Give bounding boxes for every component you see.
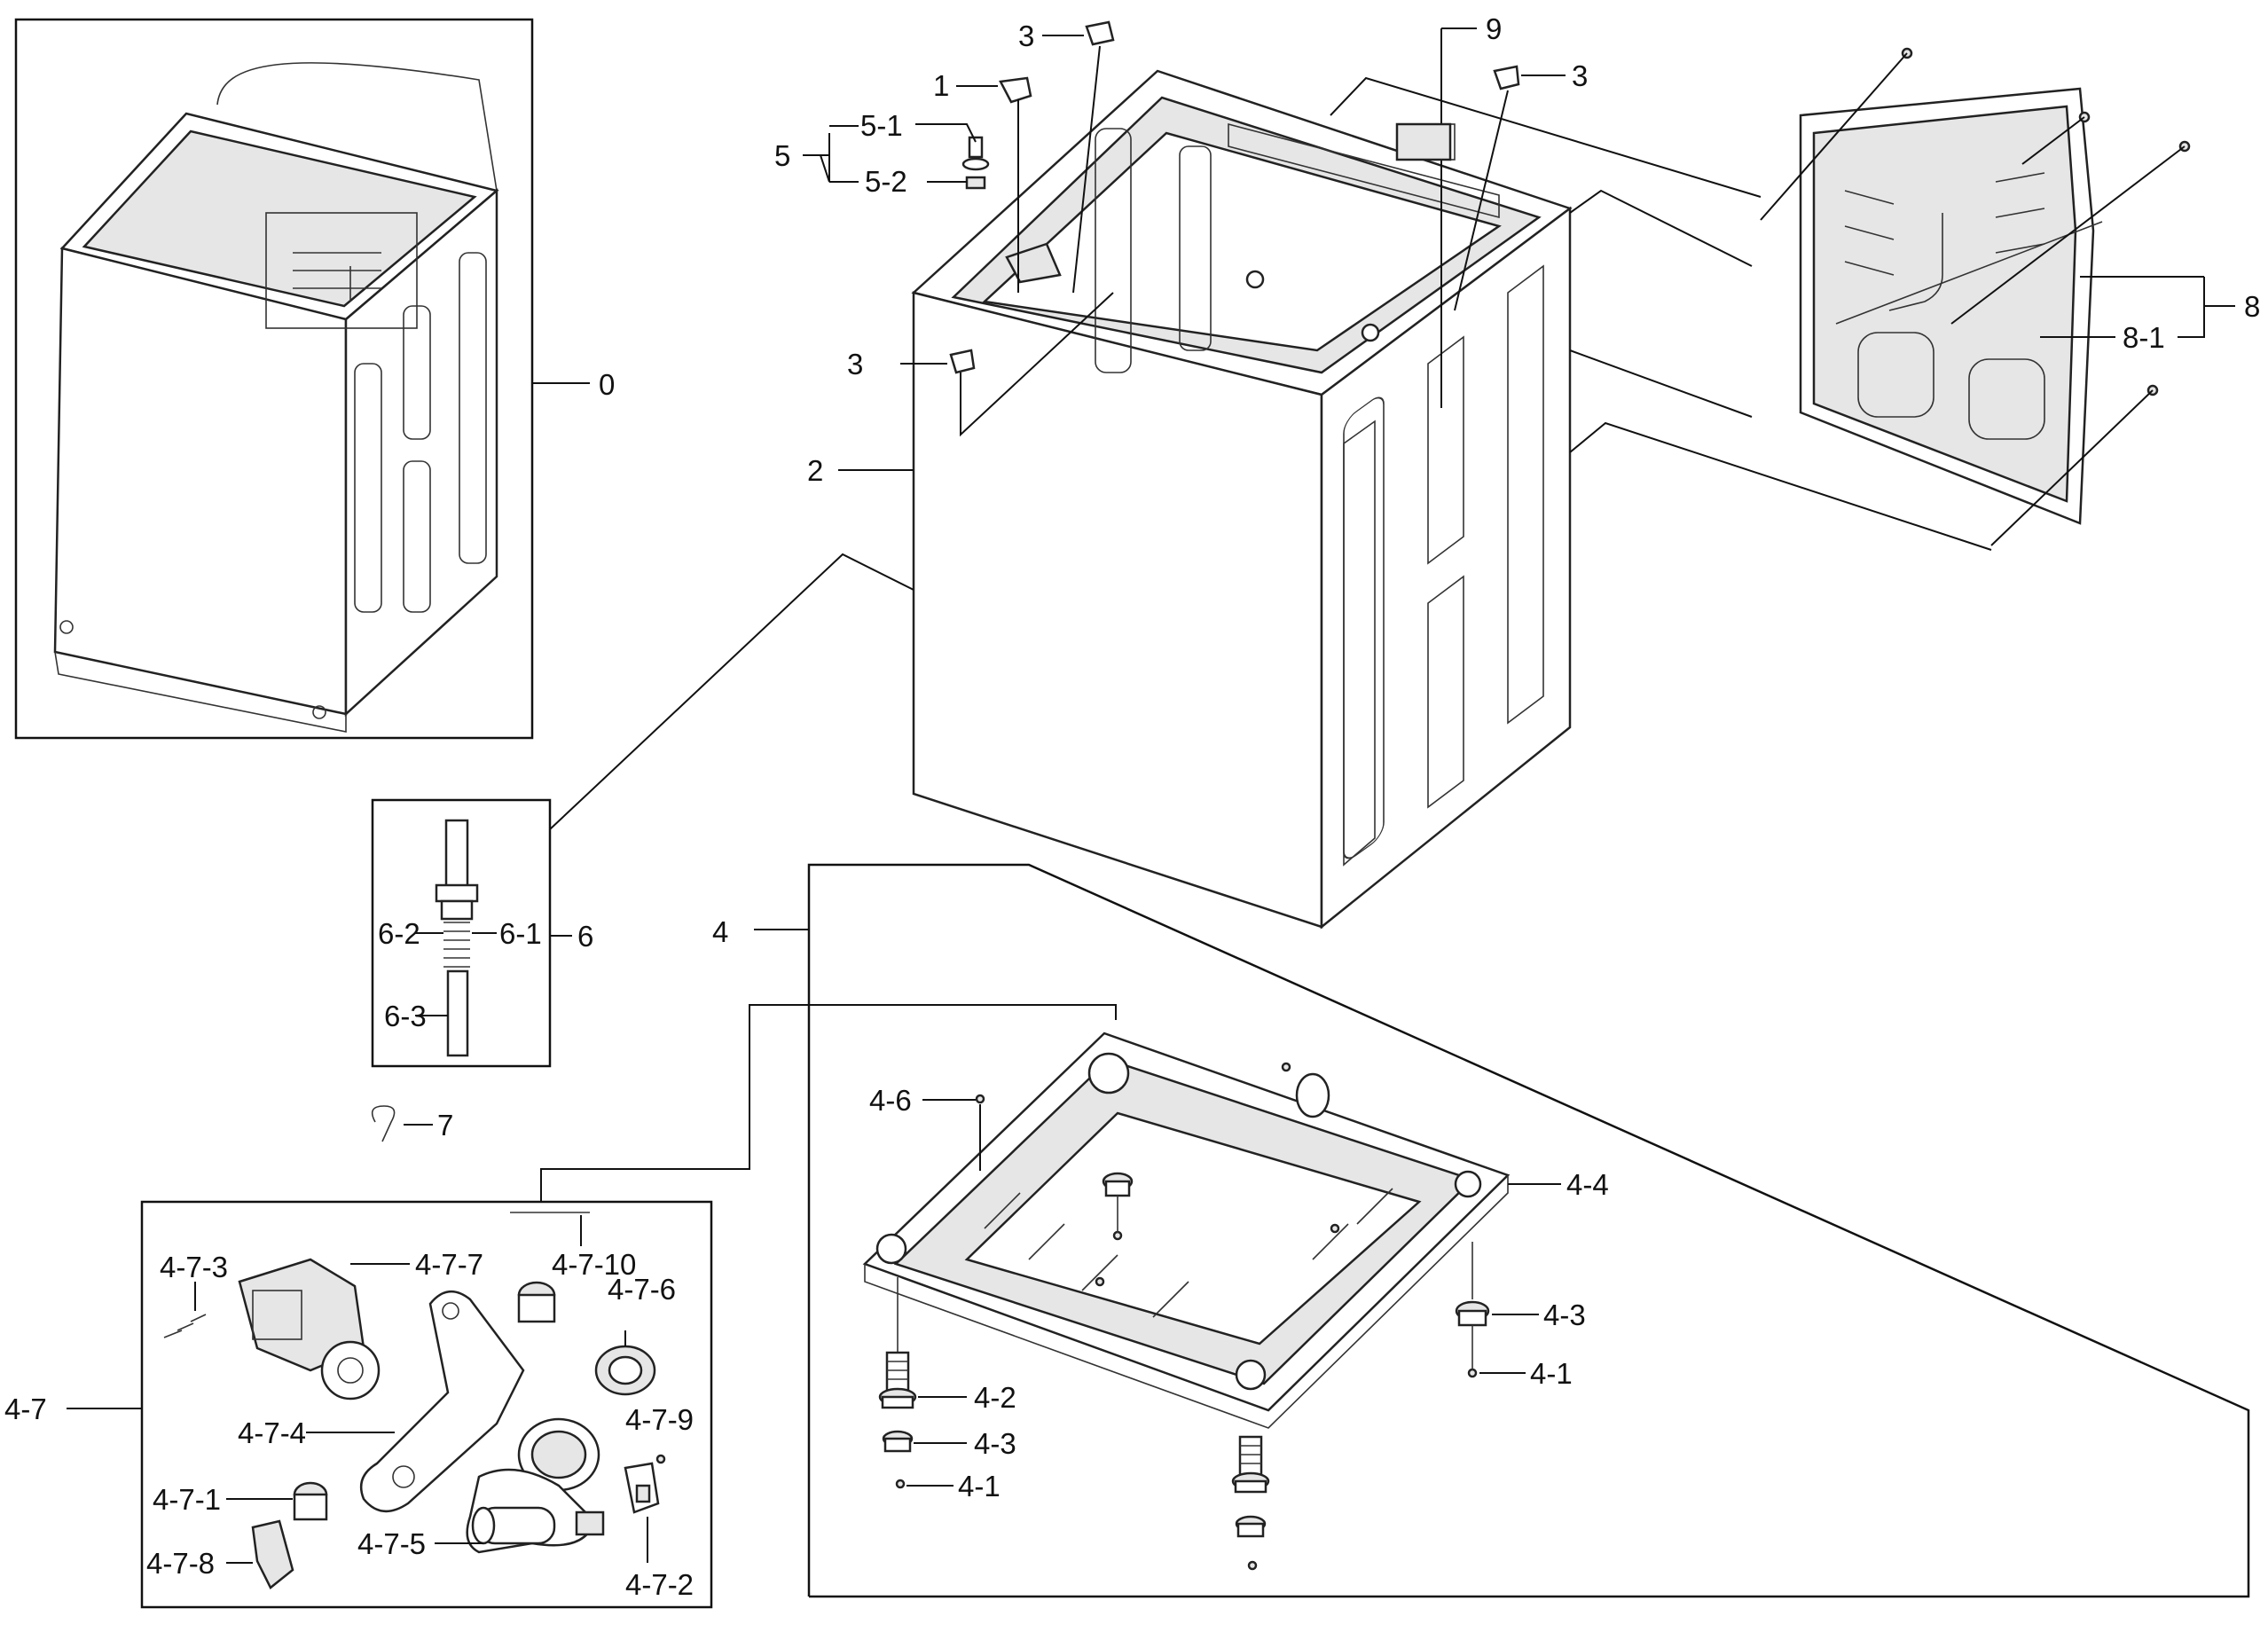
- label-2: 2: [807, 454, 823, 487]
- right-foot: [1455, 1242, 1490, 1378]
- label-6-1: 6-1: [499, 917, 542, 950]
- label-4-7-6: 4-7-6: [608, 1273, 676, 1306]
- label-4-6: 4-6: [869, 1084, 912, 1117]
- clip-4-7-2: [624, 1454, 666, 1514]
- label-4-7-8: 4-7-8: [146, 1547, 215, 1580]
- label-4-7-9: 4-7-9: [625, 1403, 694, 1436]
- assembly-0-panel: 0: [14, 18, 615, 740]
- label-4-3-right: 4-3: [1543, 1299, 1586, 1331]
- label-8: 8: [2244, 290, 2260, 323]
- label-6-2: 6-2: [378, 917, 420, 950]
- label-3-right: 3: [1572, 59, 1588, 92]
- label-4-1-right: 4-1: [1530, 1357, 1573, 1390]
- label-5: 5: [774, 139, 790, 172]
- part-8-rear-panel: 8 8-1: [1330, 47, 2260, 551]
- label-4-3-left: 4-3: [974, 1427, 1016, 1460]
- label-1: 1: [933, 69, 949, 102]
- label-4-1-left: 4-1: [958, 1470, 1001, 1503]
- cabinet-front-panel: [912, 291, 1323, 929]
- part-5-leveling-bolt: 5-1 5-2 5: [774, 109, 990, 198]
- center-foot: [1102, 1172, 1134, 1241]
- filter-cap-top: [517, 1281, 556, 1323]
- base-frame-drawing: [862, 1032, 1511, 1429]
- part-7-clip: 7: [371, 1105, 453, 1142]
- part-6-frame: [371, 798, 552, 1068]
- assembly-0-frame: [14, 18, 534, 740]
- part-6-panel: 6-2 6-1 6-3 6: [371, 553, 914, 1068]
- label-4-7-7: 4-7-7: [415, 1248, 483, 1281]
- part-4-panel: 4 4-6 4-4: [712, 863, 2250, 1598]
- part-9-bracket: 9: [1395, 12, 1502, 408]
- left-foot-stack: [878, 1277, 917, 1489]
- label-0: 0: [599, 368, 615, 401]
- label-6: 6: [577, 920, 593, 953]
- label-4: 4: [712, 915, 728, 948]
- filter-cap: [293, 1481, 328, 1521]
- screws-4-7-3: [163, 1282, 207, 1338]
- label-4-7-2: 4-7-2: [625, 1568, 694, 1601]
- label-4-2: 4-2: [974, 1381, 1016, 1414]
- part-4-frame: [807, 863, 2250, 1598]
- label-5-1: 5-1: [860, 109, 903, 142]
- pump-motor: [238, 1258, 381, 1401]
- label-4-4: 4-4: [1566, 1168, 1609, 1201]
- label-4-7: 4-7: [4, 1393, 47, 1425]
- label-9: 9: [1486, 12, 1502, 45]
- label-4-7-4: 4-7-4: [238, 1416, 306, 1449]
- label-5-2: 5-2: [865, 165, 907, 198]
- part-4-7-frame: [140, 1200, 713, 1609]
- part-1-hinge-bracket: 1: [933, 69, 1032, 293]
- rear-panel-screws: [1760, 47, 2191, 546]
- label-4-7-1: 4-7-1: [153, 1483, 221, 1516]
- pump-housing: [466, 1417, 605, 1554]
- label-7: 7: [437, 1109, 453, 1142]
- part-3-bracket-top-right: 3: [1454, 59, 1588, 311]
- label-8-1: 8-1: [2123, 321, 2165, 354]
- hose-drawing: [435, 819, 479, 1057]
- assembled-cabinet-drawing: [53, 62, 499, 733]
- part-3-bracket-top-left: 3: [1018, 20, 1115, 294]
- label-4-7-3: 4-7-3: [160, 1251, 228, 1283]
- cabinet-2: [911, 69, 1573, 930]
- label-4-7-10: 4-7-10: [552, 1248, 636, 1281]
- label-6-3: 6-3: [384, 1000, 427, 1032]
- front-foot-stack: [1231, 1435, 1270, 1571]
- part-3-bracket-front: 3: [847, 292, 1114, 437]
- label-3-top: 3: [1018, 20, 1034, 52]
- part-4-7-panel: 4-7 4-7-7 4-7-3 4-7-10 4-7-6: [4, 1004, 1117, 1609]
- ring-seal: [594, 1330, 656, 1396]
- label-4-7-5: 4-7-5: [357, 1527, 426, 1560]
- sensor-4-7-8: [251, 1519, 294, 1589]
- pump-bracket: [359, 1291, 525, 1512]
- label-3-front: 3: [847, 348, 863, 381]
